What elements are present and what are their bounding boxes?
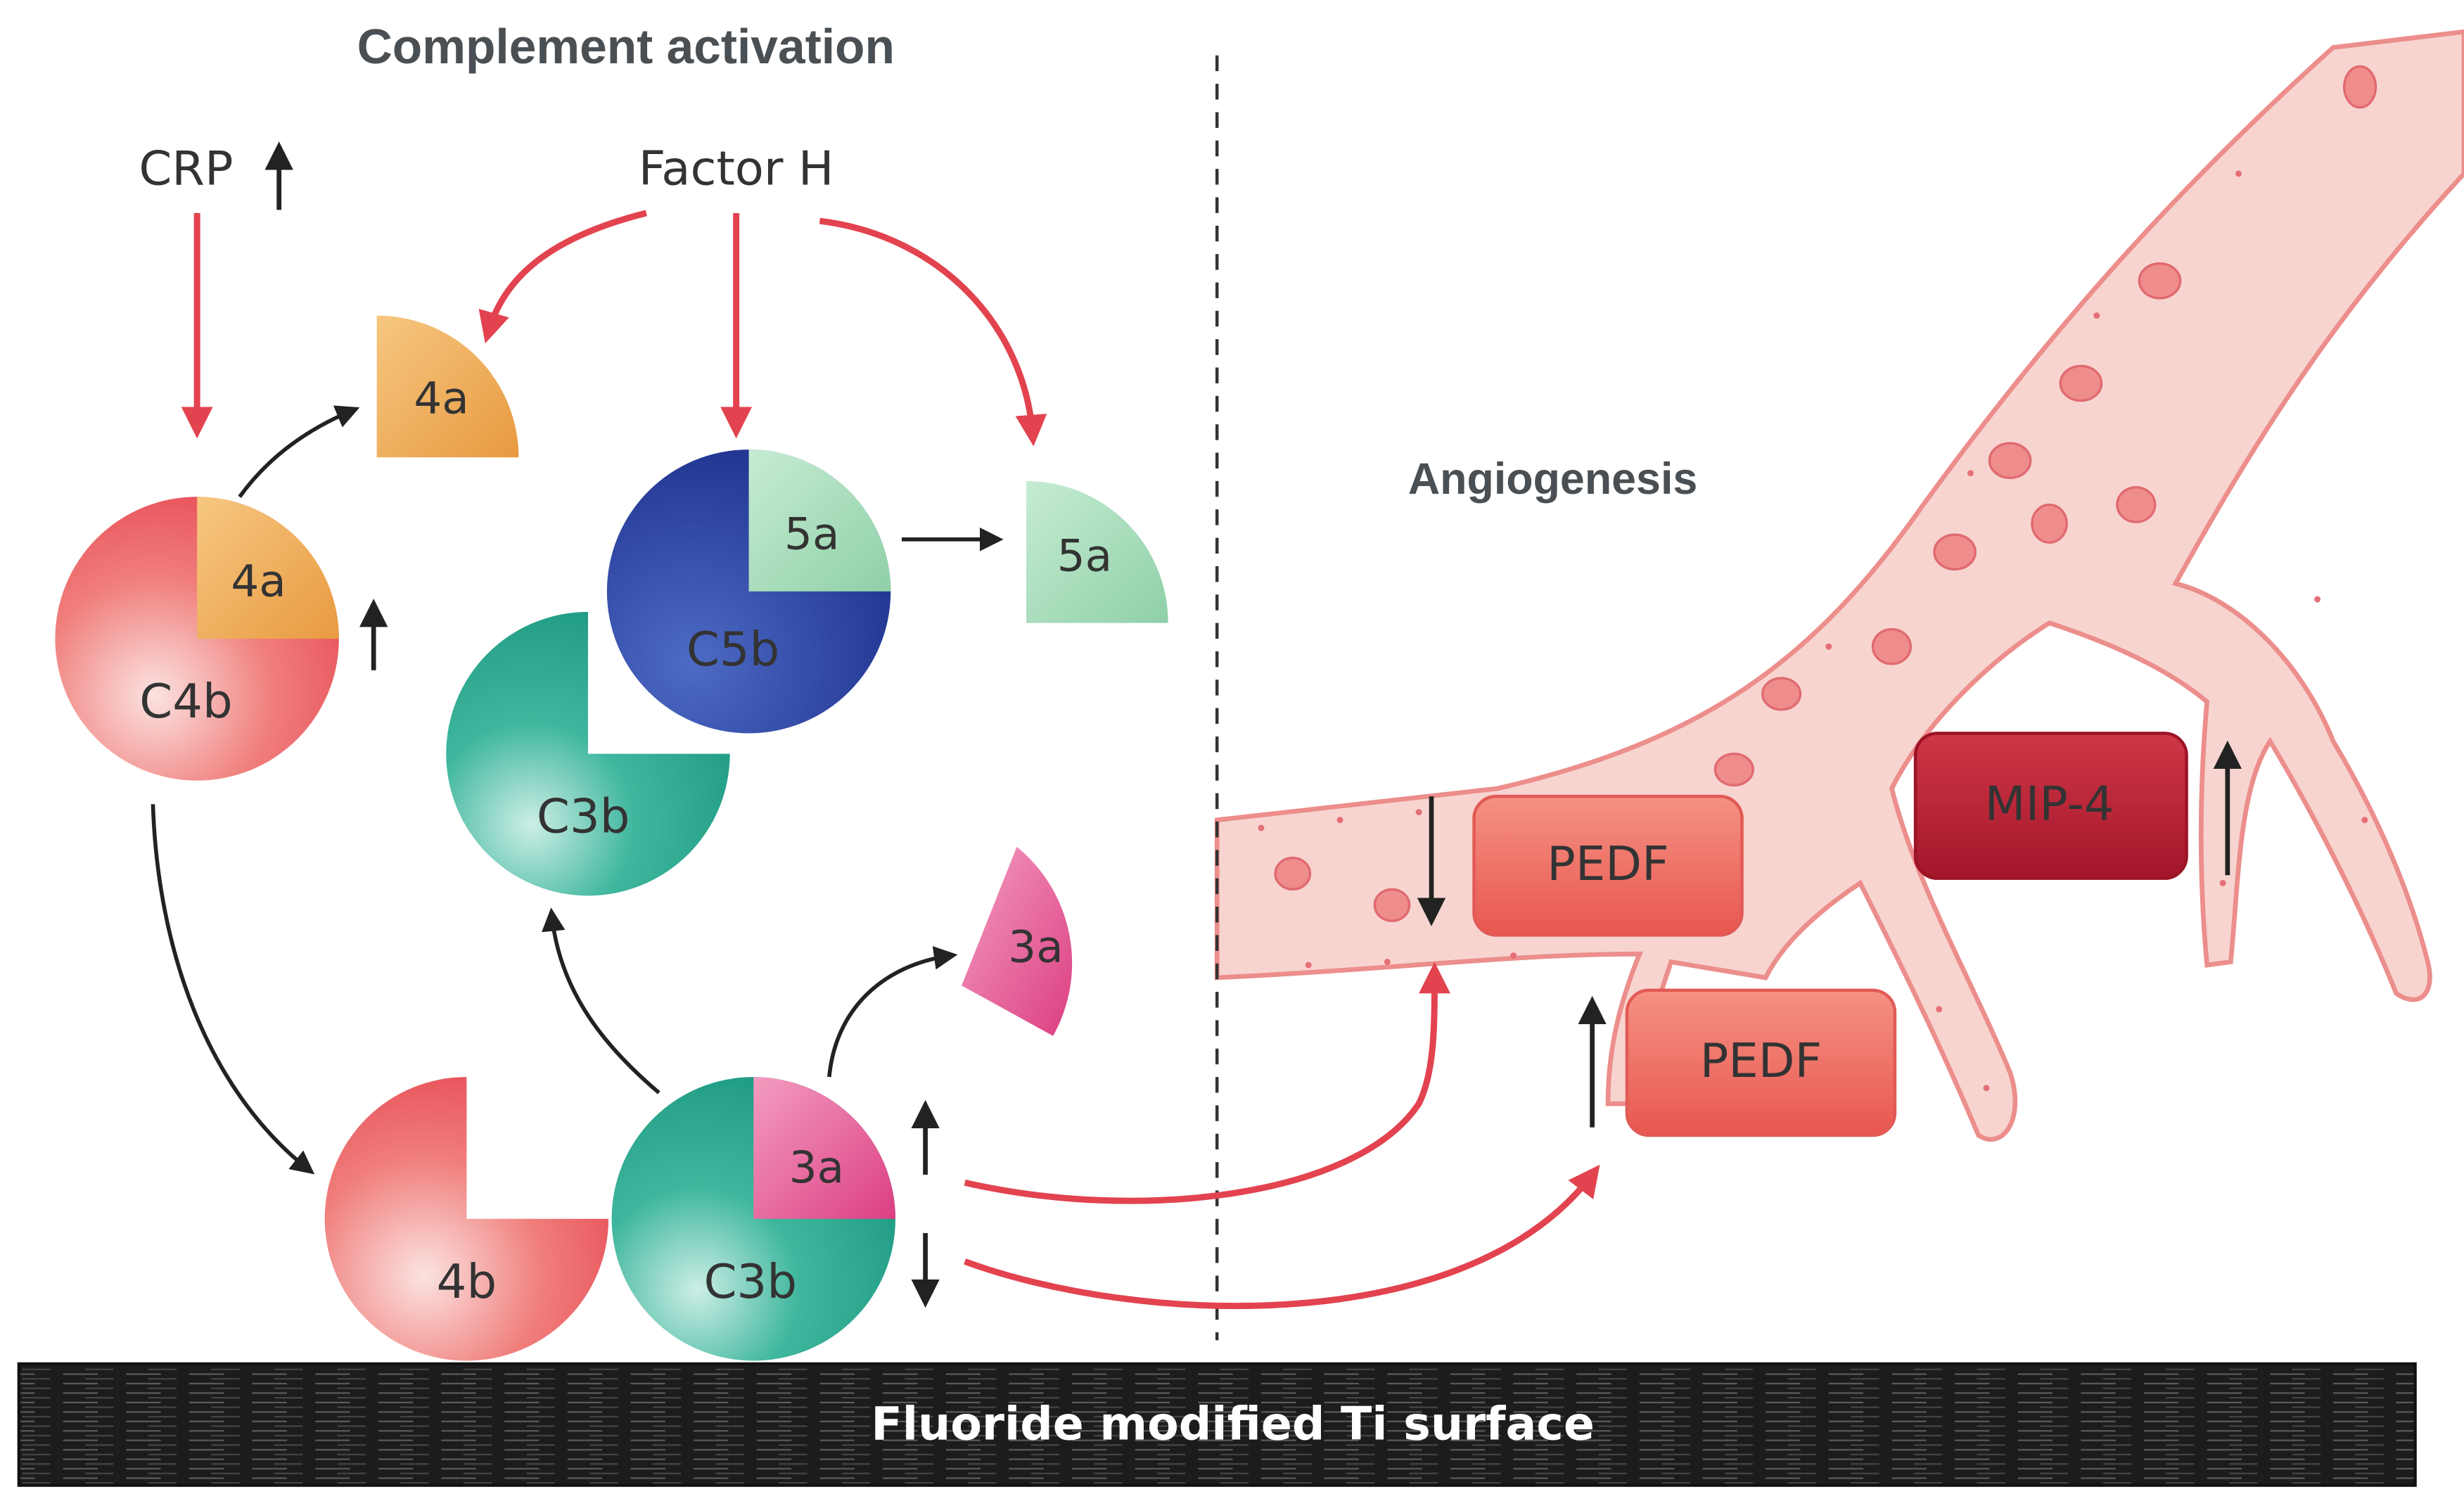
c3b-to-upper-c3b-arrow bbox=[542, 907, 660, 1095]
c4b-to-4a-arrow bbox=[238, 405, 360, 498]
free-5a-label: 5a bbox=[1057, 530, 1112, 582]
ti-surface: Fluoride modified Ti surface bbox=[17, 1362, 2417, 1487]
free-4a-label: 4a bbox=[414, 373, 468, 424]
free-4a-fragment: 4a bbox=[376, 315, 519, 458]
complement-activation-title: Complement activation bbox=[357, 19, 895, 74]
factor-h-label: Factor H bbox=[639, 141, 834, 196]
lower-c3b-complex: 3a C3b bbox=[611, 1077, 896, 1361]
c4b-to-4b-arrow bbox=[151, 804, 315, 1175]
blood-vessel bbox=[1214, 29, 2464, 1142]
fragment-4b-label: 4b bbox=[437, 1254, 497, 1309]
c5b-complex: 5a C5b bbox=[606, 449, 891, 734]
fragment-4b: 4b bbox=[324, 1077, 609, 1361]
c4b-complex: 4a C4b bbox=[55, 497, 339, 781]
crp-label: CRP bbox=[139, 141, 233, 196]
red-blood-cells bbox=[1274, 65, 2377, 922]
endothelial-dots bbox=[1258, 170, 2368, 1092]
c4b-label: C4b bbox=[139, 674, 232, 729]
factor-h-to-4a-arrow bbox=[478, 210, 647, 344]
3a-to-pedf-upper-arrow bbox=[964, 962, 1450, 1204]
pedf-lower-label: PEDF bbox=[1700, 1033, 1822, 1088]
free-5a-fragment: 5a bbox=[1026, 480, 1168, 623]
c5b-5a-label: 5a bbox=[784, 508, 839, 559]
regulator-arrows bbox=[181, 210, 1047, 447]
free-3a-label: 3a bbox=[1008, 921, 1063, 972]
ti-surface-label: Fluoride modified Ti surface bbox=[871, 1398, 1595, 1451]
pedf-upper-box: PEDF bbox=[1472, 794, 1744, 937]
lower-3a-label: 3a bbox=[789, 1142, 844, 1193]
process-arrows bbox=[151, 405, 1004, 1175]
upper-c3b-fragment: C3b bbox=[446, 611, 730, 896]
lower-c3b-label: C3b bbox=[704, 1254, 797, 1309]
pedf-upper-label: PEDF bbox=[1547, 836, 1668, 891]
c3b-to-pedf-lower-arrow bbox=[964, 1164, 1600, 1310]
mip4-box: MIP-4 bbox=[1913, 732, 2188, 880]
pedf-lower-box: PEDF bbox=[1625, 988, 1897, 1137]
factor-h-to-5a-arrow bbox=[819, 217, 1047, 447]
c3b-to-3a-arrow bbox=[827, 946, 958, 1078]
c4b-4a-label: 4a bbox=[231, 556, 286, 607]
upper-c3b-label: C3b bbox=[537, 789, 630, 844]
mip4-label: MIP-4 bbox=[1985, 777, 2114, 831]
angiogenesis-title: Angiogenesis bbox=[1408, 454, 1697, 504]
angiogenesis-arrows bbox=[964, 962, 1600, 1310]
c5b-label: C5b bbox=[687, 622, 779, 677]
free-3a-fragment: 3a bbox=[962, 846, 1073, 1036]
